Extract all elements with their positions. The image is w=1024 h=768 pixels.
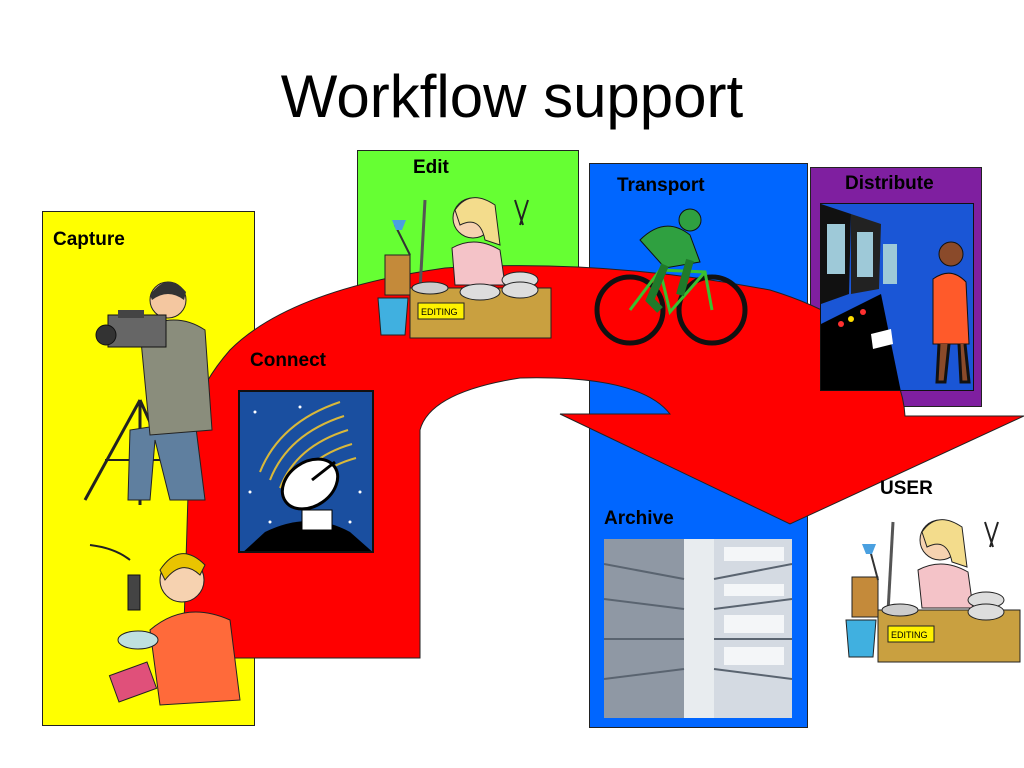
satellite-dish-icon [238,390,374,553]
transport-label: Transport [617,175,705,196]
slide-title: Workflow support [280,63,744,130]
edit-label: Edit [413,157,449,178]
user-label: USER [880,478,933,499]
capture-label: Capture [53,229,125,250]
connect-label: Connect [250,350,326,371]
archive-shelves-icon [604,539,792,718]
editing-sign-text: EDITING [421,307,458,317]
user-editing-sign-text: EDITING [891,630,928,640]
control-room-icon [820,203,974,391]
distribute-label: Distribute [845,173,934,194]
archive-label: Archive [604,508,674,529]
